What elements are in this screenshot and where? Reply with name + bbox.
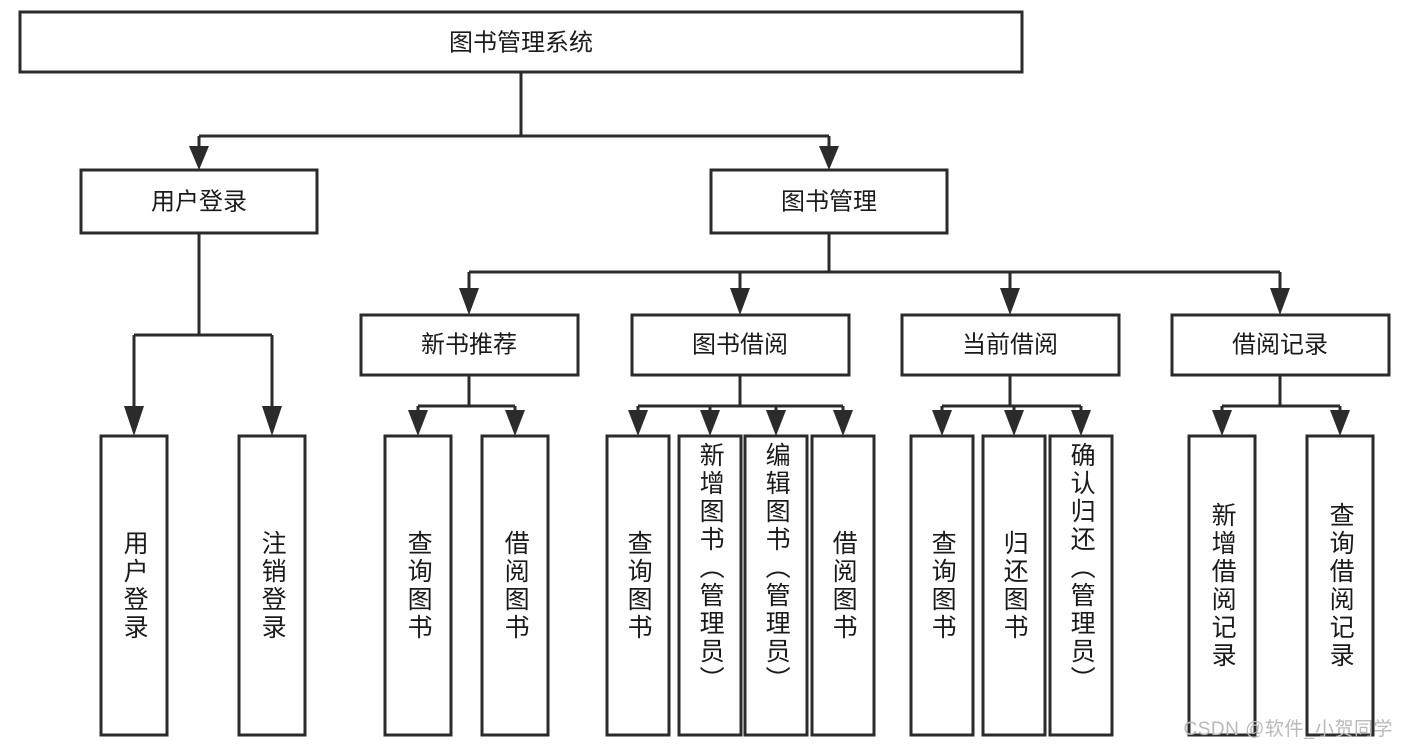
connector-group-root-to-level2: [189, 72, 839, 170]
node-new-book-recommend-label: 新书推荐: [421, 331, 517, 358]
connector-group-borrowrecord-to-leaves: [1212, 375, 1350, 436]
node-book-borrow[interactable]: 图书借阅: [630, 313, 851, 377]
node-root-label: 图书管理系统: [449, 29, 593, 56]
leaf-add-record-rect[interactable]: [1187, 434, 1257, 737]
csdn-watermark: CSDN @软件_小贺同学: [1183, 719, 1393, 740]
arrow-head-leaf-add-book: [700, 410, 720, 436]
leaf-query-book-3-rect[interactable]: [909, 434, 975, 737]
node-borrow-record-rect: [1170, 313, 1391, 377]
node-user-login[interactable]: 用户登录: [79, 168, 319, 235]
node-root-rect: [18, 10, 1024, 74]
leaf-confirm-return-rect[interactable]: [1048, 434, 1114, 737]
node-user-login-rect: [79, 168, 319, 235]
node-current-borrow-label: 当前借阅: [962, 331, 1058, 358]
node-new-book-recommend[interactable]: 新书推荐: [359, 313, 580, 377]
connector-group-bookmgmt-to-level3: [459, 233, 1290, 315]
arrow-head-leaf-user-login: [124, 406, 144, 436]
node-current-borrow[interactable]: 当前借阅: [900, 313, 1121, 377]
arrow-head-user-login: [189, 146, 209, 170]
arrow-head-borrow-book: [730, 288, 750, 315]
leaf-logout-rect[interactable]: [237, 434, 307, 737]
connector-group-currentborrow-to-leaves: [932, 375, 1091, 436]
leaf-user-login-rect[interactable]: [99, 434, 169, 737]
node-borrow-record[interactable]: 借阅记录: [1170, 313, 1391, 377]
node-book-management[interactable]: 图书管理: [709, 168, 949, 235]
arrow-head-leaf-borrow-book-1: [505, 410, 525, 436]
node-book-borrow-label: 图书借阅: [692, 331, 788, 358]
leaf-edit-book-rect[interactable]: [743, 434, 809, 737]
connector-group-newbook-to-leaves: [408, 375, 525, 436]
node-new-book-recommend-rect: [359, 313, 580, 377]
node-root[interactable]: 图书管理系统: [18, 10, 1024, 74]
leaf-add-book-rect[interactable]: [677, 434, 743, 737]
node-book-management-label: 图书管理: [781, 188, 877, 215]
arrow-head-leaf-return-book: [1004, 410, 1024, 436]
arrow-head-leaf-confirm-return: [1071, 410, 1091, 436]
arrow-head-leaf-query-book-3: [932, 410, 952, 436]
arrow-head-leaf-edit-book: [766, 410, 786, 436]
leaf-return-book-rect[interactable]: [981, 434, 1047, 737]
arrow-head-leaf-query-book-1: [408, 410, 428, 436]
node-current-borrow-rect: [900, 313, 1121, 377]
arrow-head-leaf-add-record: [1212, 410, 1232, 436]
leaf-borrow-book-1-rect[interactable]: [480, 434, 550, 737]
arrow-head-current-borrow: [1000, 288, 1020, 315]
connector-group-userlogin-to-leaves: [124, 233, 282, 436]
arrow-head-leaf-borrow-book-2: [833, 410, 853, 436]
node-book-borrow-rect: [630, 313, 851, 377]
arrow-head-borrow-record: [1270, 288, 1290, 315]
leaf-query-book-1-rect[interactable]: [383, 434, 453, 737]
node-borrow-record-label: 借阅记录: [1232, 331, 1328, 358]
leaf-query-book-2-rect[interactable]: [605, 434, 671, 737]
leaf-rect-group: [99, 434, 1375, 737]
leaf-borrow-book-2-rect[interactable]: [810, 434, 876, 737]
arrow-head-leaf-query-book-2: [628, 410, 648, 436]
arrow-head-leaf-logout: [262, 406, 282, 436]
node-user-login-label: 用户登录: [151, 188, 247, 215]
arrow-head-book-mgmt: [819, 146, 839, 170]
node-book-management-rect: [709, 168, 949, 235]
arrow-head-leaf-query-record: [1330, 410, 1350, 436]
leaf-query-record-rect[interactable]: [1305, 434, 1375, 737]
arrow-head-new-book: [459, 288, 479, 315]
connector-group-borrowbook-to-leaves: [628, 375, 853, 436]
